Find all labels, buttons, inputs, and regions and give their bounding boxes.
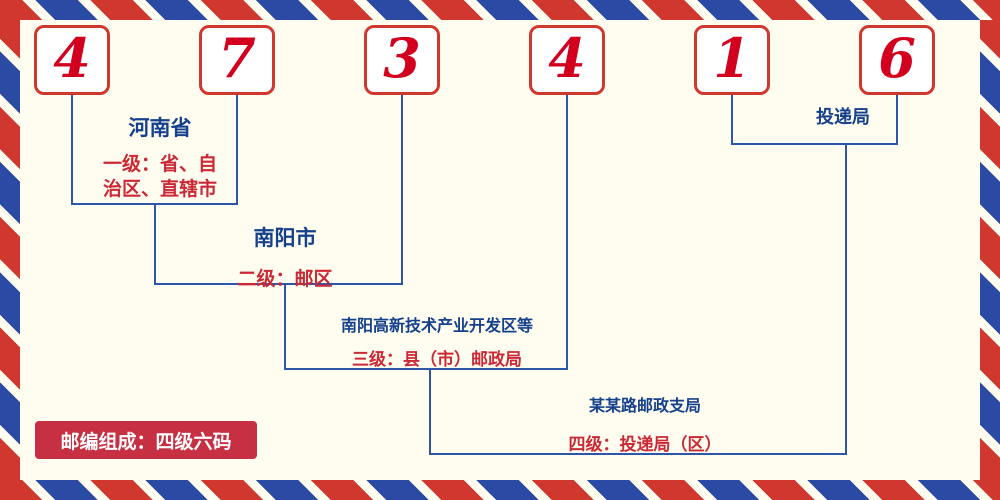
connector-v-digit4 <box>566 95 568 370</box>
digit-5: 1 <box>713 26 751 90</box>
airmail-border-bottom <box>0 480 1000 500</box>
connector-h-level4 <box>429 453 847 455</box>
digit-2: 7 <box>218 26 256 90</box>
label-group-level1: 河南省 一级：省、自 治区、直辖市 <box>85 112 235 202</box>
digit-box-4: 4 <box>529 25 605 95</box>
label-group-level4: 某某路邮政支局 四级：投递局（区） <box>530 392 760 455</box>
level2-name: 南阳市 <box>253 227 317 250</box>
connector-v-step2 <box>284 283 286 370</box>
airmail-border-top <box>0 0 1000 20</box>
connector-v-digit2 <box>236 95 238 205</box>
digit-box-1: 4 <box>34 25 110 95</box>
connector-v-digit5 <box>731 95 733 145</box>
digit-box-6: 6 <box>859 25 935 95</box>
connector-h-level3 <box>284 368 568 370</box>
airmail-border-right <box>980 20 1000 480</box>
level2-desc: 二级：邮区 <box>237 269 333 290</box>
digit-box-2: 7 <box>199 25 275 95</box>
connector-v-step1 <box>154 203 156 285</box>
digit-box-5: 1 <box>694 25 770 95</box>
connector-v-digit3 <box>401 95 403 285</box>
level1-desc-line2: 治区、直辖市 <box>102 179 217 200</box>
level4-desc: 四级：投递局（区） <box>568 435 722 454</box>
digit-box-3: 3 <box>364 25 440 95</box>
connector-h-level2 <box>154 283 403 285</box>
label-group-delivery: 投递局 <box>790 103 896 129</box>
footer-composition-text: 邮编组成：四级六码 <box>60 431 232 453</box>
digit-4: 4 <box>548 26 586 90</box>
connector-v-delivery-drop <box>845 143 847 455</box>
level3-name: 南阳高新技术产业开发区等 <box>340 318 533 335</box>
level3-desc: 三级：县（市）邮政局 <box>352 350 522 369</box>
label-group-level3: 南阳高新技术产业开发区等 三级：县（市）邮政局 <box>300 312 574 370</box>
connector-v-digit1 <box>71 95 73 205</box>
digit-1: 4 <box>53 26 91 90</box>
connector-h-delivery <box>731 143 898 145</box>
level1-desc-line1: 一级：省、自 <box>102 154 217 175</box>
airmail-border-left <box>0 20 20 480</box>
connector-v-digit6 <box>896 95 898 145</box>
label-group-level2: 南阳市 二级：邮区 <box>205 222 365 291</box>
level1-name: 河南省 <box>128 117 192 140</box>
digit-6: 6 <box>878 26 916 90</box>
connector-v-step3 <box>429 368 431 455</box>
delivery-name: 投递局 <box>816 107 870 127</box>
digit-3: 3 <box>383 26 421 90</box>
footer-composition-badge: 邮编组成：四级六码 <box>35 421 257 459</box>
level4-name: 某某路邮政支局 <box>588 398 701 415</box>
